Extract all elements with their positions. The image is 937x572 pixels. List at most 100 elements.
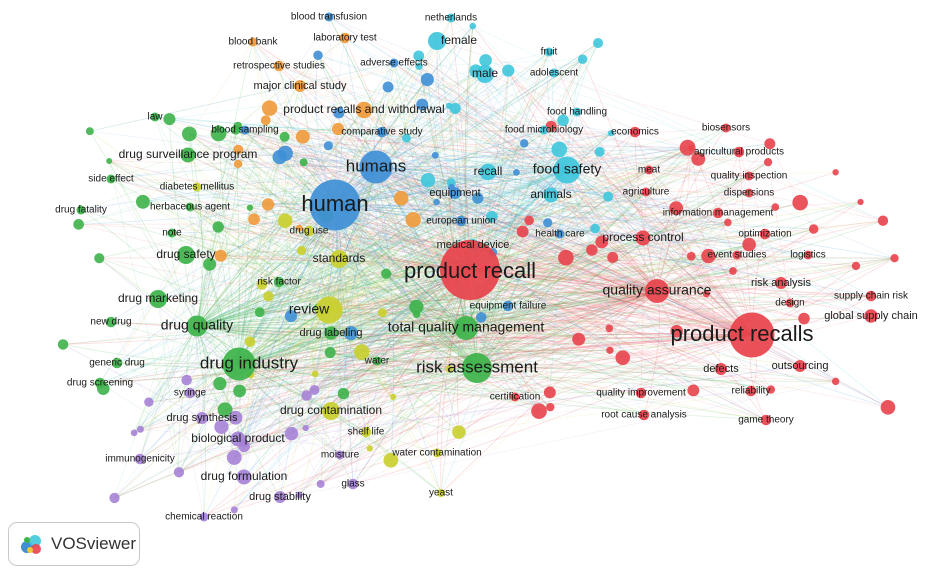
term-label[interactable]: human xyxy=(301,191,368,216)
term-label[interactable]: global supply chain xyxy=(824,310,918,322)
term-label[interactable]: yeast xyxy=(429,488,453,499)
term-node[interactable] xyxy=(185,202,195,212)
term-node[interactable] xyxy=(106,174,116,184)
term-label[interactable]: agricultural products xyxy=(694,147,784,158)
term-node[interactable] xyxy=(167,228,177,238)
term-node[interactable] xyxy=(446,13,456,23)
term-node[interactable] xyxy=(324,12,334,22)
term-label[interactable]: drug synthesis xyxy=(167,412,238,424)
term-node[interactable] xyxy=(240,125,250,135)
term-node[interactable] xyxy=(745,385,757,397)
term-label[interactable]: drug fatality xyxy=(55,205,107,216)
term-node[interactable] xyxy=(186,315,208,337)
term-node[interactable] xyxy=(544,47,554,57)
term-node[interactable] xyxy=(315,296,343,324)
term-label[interactable]: certification xyxy=(490,392,541,403)
term-label[interactable]: risk factor xyxy=(257,277,301,288)
term-label[interactable]: food safety xyxy=(533,161,602,177)
term-node[interactable] xyxy=(303,225,315,237)
term-label[interactable]: generic drug xyxy=(89,358,145,369)
term-node[interactable] xyxy=(803,250,813,260)
term-node[interactable] xyxy=(335,450,345,460)
term-node[interactable] xyxy=(572,107,582,117)
term-label[interactable]: process control xyxy=(602,230,683,244)
term-label[interactable]: drug formulation xyxy=(201,469,288,483)
term-node[interactable] xyxy=(635,387,647,399)
term-label[interactable]: animals xyxy=(530,187,571,201)
term-node[interactable] xyxy=(105,316,117,328)
term-label[interactable]: male xyxy=(472,66,498,80)
term-label[interactable]: event studies xyxy=(708,250,767,261)
term-label[interactable]: glass xyxy=(341,479,364,490)
term-label[interactable]: equipment xyxy=(429,187,480,199)
term-node[interactable] xyxy=(645,279,669,303)
term-label[interactable]: biosensors xyxy=(702,123,750,134)
term-node[interactable] xyxy=(733,146,745,158)
term-node[interactable] xyxy=(455,215,467,227)
term-label[interactable]: drug labeling xyxy=(300,327,363,339)
term-node[interactable] xyxy=(454,316,478,340)
term-label[interactable]: product recalls and withdrawal xyxy=(283,102,444,116)
term-node[interactable] xyxy=(785,298,795,308)
term-label[interactable]: chemical reaction xyxy=(165,512,243,523)
term-label[interactable]: game theory xyxy=(738,415,794,426)
term-label[interactable]: drug contamination xyxy=(280,403,382,417)
term-label[interactable]: diabetes mellitus xyxy=(160,182,234,193)
term-label[interactable]: logistics xyxy=(790,250,826,261)
term-label[interactable]: blood bank xyxy=(229,37,279,48)
term-label[interactable]: humans xyxy=(346,156,406,175)
term-label[interactable]: drug surveillance program xyxy=(119,147,258,161)
term-node[interactable] xyxy=(273,276,285,288)
term-node[interactable] xyxy=(199,512,209,522)
term-node[interactable] xyxy=(715,363,727,375)
term-label[interactable]: product recalls xyxy=(670,321,813,346)
term-label[interactable]: design xyxy=(775,298,804,309)
term-label[interactable]: adverse effects xyxy=(360,58,428,69)
term-label[interactable]: supply chain risk xyxy=(834,291,909,302)
term-node[interactable] xyxy=(372,356,382,366)
term-label[interactable]: adolescent xyxy=(530,68,579,79)
term-node[interactable] xyxy=(376,126,388,138)
term-label[interactable]: drug screening xyxy=(67,378,133,389)
term-label[interactable]: drug use xyxy=(290,226,329,237)
term-node[interactable] xyxy=(322,402,340,420)
term-node[interactable] xyxy=(549,68,559,78)
term-node[interactable] xyxy=(732,250,742,260)
term-label[interactable]: root cause analysis xyxy=(601,410,687,421)
term-label[interactable]: shelf life xyxy=(348,427,385,438)
term-label[interactable]: health care xyxy=(535,229,585,240)
term-label[interactable]: quality inspection xyxy=(711,171,788,182)
term-label[interactable]: comparative study xyxy=(341,127,422,138)
term-label[interactable]: reliability xyxy=(732,386,771,397)
term-node[interactable] xyxy=(149,290,167,308)
term-label[interactable]: risk analysis xyxy=(751,277,811,289)
term-node[interactable] xyxy=(775,277,787,289)
term-node[interactable] xyxy=(539,125,549,135)
term-node[interactable] xyxy=(744,188,754,198)
term-label[interactable]: agriculture xyxy=(623,187,670,198)
term-label[interactable]: note xyxy=(162,228,182,239)
term-node[interactable] xyxy=(355,101,373,119)
term-node[interactable] xyxy=(865,290,877,302)
term-node[interactable] xyxy=(759,228,771,240)
term-label[interactable]: product recall xyxy=(404,258,536,283)
term-node[interactable] xyxy=(273,60,285,72)
term-label[interactable]: recall xyxy=(474,164,503,178)
term-node[interactable] xyxy=(230,431,246,447)
term-label[interactable]: equipment failure xyxy=(470,301,547,312)
term-node[interactable] xyxy=(339,32,351,44)
term-node[interactable] xyxy=(635,230,651,246)
term-label[interactable]: drug marketing xyxy=(118,291,198,305)
term-node[interactable] xyxy=(502,300,514,312)
term-node[interactable] xyxy=(111,357,123,369)
term-node[interactable] xyxy=(432,448,442,458)
term-label[interactable]: blood sampling xyxy=(211,125,278,136)
term-label[interactable]: side effect xyxy=(88,174,134,185)
term-label[interactable]: syringe xyxy=(174,388,207,399)
term-label[interactable]: new drug xyxy=(90,317,131,328)
term-node[interactable] xyxy=(449,187,461,199)
term-label[interactable]: blood transfusion xyxy=(291,12,367,23)
term-node[interactable] xyxy=(274,491,286,503)
term-label[interactable]: standards xyxy=(313,251,366,265)
term-node[interactable] xyxy=(359,150,393,184)
